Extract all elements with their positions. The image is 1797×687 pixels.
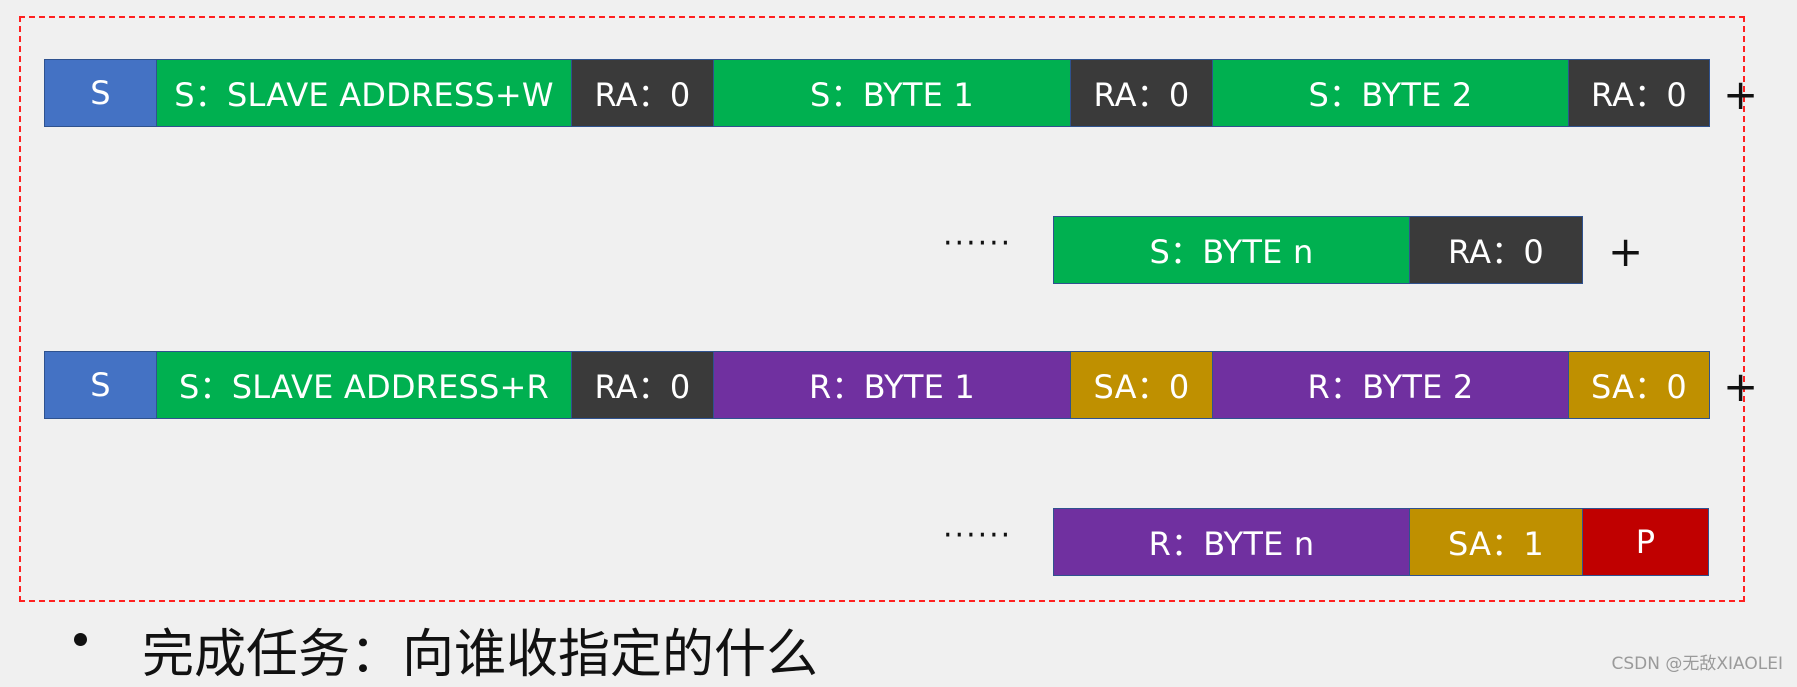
start-segment: S bbox=[44, 59, 157, 127]
continuation-dots: ······ bbox=[943, 518, 1013, 553]
receive-ack-segment: RA：0 bbox=[1071, 59, 1213, 127]
stop-segment: P bbox=[1583, 508, 1709, 576]
start-segment: S bbox=[44, 351, 157, 419]
write-row: S S：SLAVE ADDRESS+W RA：0 S：BYTE 1 RA：0 S… bbox=[44, 59, 1710, 127]
write-continuation-row: S：BYTE n RA：0 bbox=[1053, 216, 1583, 284]
receive-ack-segment: RA：0 bbox=[1569, 59, 1710, 127]
plus-sign: + bbox=[1723, 70, 1759, 119]
receive-ack-segment: RA：0 bbox=[572, 351, 714, 419]
plus-sign: + bbox=[1723, 362, 1759, 411]
bullet-point bbox=[74, 633, 87, 646]
task-description: 完成任务：向谁收指定的什么 bbox=[142, 625, 819, 685]
slave-address-write-segment: S：SLAVE ADDRESS+W bbox=[157, 59, 572, 127]
send-byte-1-segment: S：BYTE 1 bbox=[714, 59, 1071, 127]
read-byte-n-segment: R：BYTE n bbox=[1053, 508, 1410, 576]
send-byte-n-segment: S：BYTE n bbox=[1053, 216, 1410, 284]
slave-address-read-segment: S：SLAVE ADDRESS+R bbox=[157, 351, 572, 419]
read-byte-2-segment: R：BYTE 2 bbox=[1213, 351, 1569, 419]
continuation-dots: ······ bbox=[943, 226, 1013, 261]
send-ack-segment: SA：0 bbox=[1569, 351, 1710, 419]
send-byte-2-segment: S：BYTE 2 bbox=[1213, 59, 1569, 127]
receive-ack-segment: RA：0 bbox=[572, 59, 714, 127]
read-row: S S：SLAVE ADDRESS+R RA：0 R：BYTE 1 SA：0 R… bbox=[44, 351, 1710, 419]
send-nack-segment: SA：1 bbox=[1410, 508, 1583, 576]
watermark: CSDN @无敌XIAOLEI bbox=[1611, 654, 1783, 674]
receive-ack-segment: RA：0 bbox=[1410, 216, 1583, 284]
read-byte-1-segment: R：BYTE 1 bbox=[714, 351, 1071, 419]
plus-sign: + bbox=[1608, 227, 1644, 276]
dashed-frame bbox=[19, 16, 1745, 602]
read-continuation-row: R：BYTE n SA：1 P bbox=[1053, 508, 1709, 576]
send-ack-segment: SA：0 bbox=[1071, 351, 1213, 419]
